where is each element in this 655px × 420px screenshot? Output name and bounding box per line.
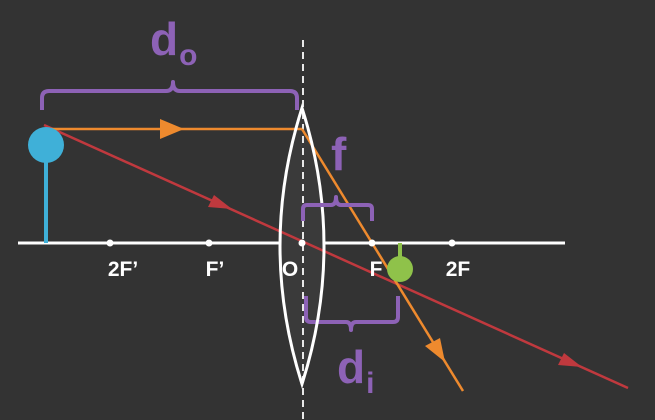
ray-direction-arrow-icon <box>160 119 184 139</box>
biconvex-lens-icon <box>278 103 326 389</box>
ball-on-stick-icon <box>28 127 64 243</box>
focal-length-label: f <box>331 128 347 180</box>
object-distance-label: do <box>150 13 197 72</box>
image-distance-label: di <box>337 341 374 400</box>
object-distance-bracket <box>40 80 299 110</box>
f-prime-point <box>205 239 213 247</box>
o-label: O <box>282 258 298 281</box>
two-f-point <box>448 239 456 247</box>
focal-length-bracket <box>301 195 374 221</box>
f-label: F <box>370 258 383 281</box>
ray-direction-arrow-icon <box>208 195 232 209</box>
o-point <box>298 239 306 247</box>
two-f-prime-label: 2F’ <box>108 258 138 281</box>
image-distance-bracket <box>304 296 400 332</box>
center-ray <box>43 123 629 390</box>
ray-direction-arrow-icon <box>425 338 445 362</box>
two-f-prime-point <box>106 239 114 247</box>
inverted-ball-icon <box>387 243 413 282</box>
f-point <box>368 239 376 247</box>
two-f-label: 2F <box>446 258 471 281</box>
ray-direction-arrow-icon <box>558 353 582 367</box>
f-prime-label: F’ <box>206 258 225 281</box>
